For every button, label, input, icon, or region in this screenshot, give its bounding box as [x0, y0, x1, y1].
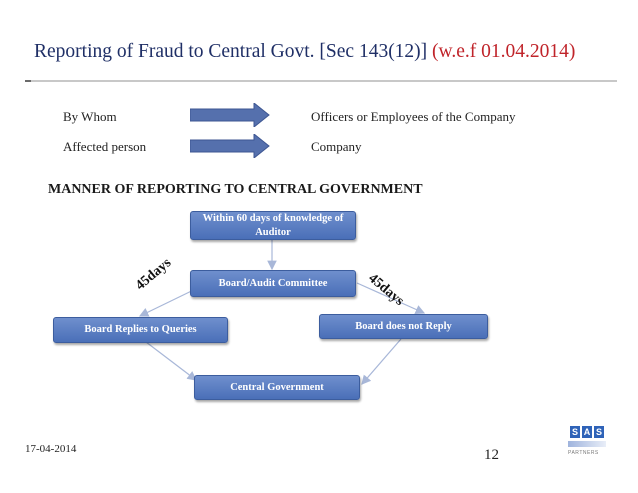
logo-letter-s2: S — [594, 426, 604, 438]
left-box: Board Replies to Queries — [53, 317, 228, 343]
logo-caption: PARTNERS — [568, 450, 599, 456]
committee-box-label: Board/Audit Committee — [218, 277, 328, 289]
by-whom-value: Officers or Employees of the Company — [311, 109, 516, 124]
connector-committee-to-right — [356, 282, 426, 314]
footer-date: 17-04-2014 — [25, 443, 77, 455]
right-box-label: Board does not Reply — [355, 320, 452, 332]
end-box-label: Central Government — [230, 381, 324, 393]
company-logo: S A S PARTNERS — [566, 426, 610, 466]
affected-person-label: Affected person — [63, 139, 147, 154]
title-main: Reporting of Fraud to Central Govt. [Sec… — [34, 41, 433, 62]
slide-title: Reporting of Fraud to Central Govt. [Sec… — [34, 41, 575, 63]
section-heading: MANNER OF REPORTING TO CENTRAL GOVERNMEN… — [48, 182, 423, 197]
logo-letter-s: S — [570, 426, 580, 438]
title-divider — [25, 80, 617, 82]
logo-bar — [568, 441, 606, 447]
start-box-label: Within 60 days of knowledge of Auditor — [202, 213, 344, 238]
right-arrow-icon — [190, 134, 270, 158]
affected-person-value: Company — [311, 139, 362, 154]
right-box: Board does not Reply — [319, 314, 488, 339]
committee-box: Board/Audit Committee — [190, 270, 356, 297]
end-box: Central Government — [194, 375, 360, 400]
title-effective-date: (w.e.f 01.04.2014) — [432, 41, 576, 62]
connector-left-to-end — [145, 341, 197, 381]
connector-right-to-end — [361, 338, 402, 385]
title-divider-accent — [25, 80, 31, 82]
page-number: 12 — [484, 447, 499, 463]
by-whom-label: By Whom — [63, 109, 117, 124]
start-box: Within 60 days of knowledge of Auditor — [190, 211, 356, 240]
left-box-label: Board Replies to Queries — [84, 324, 197, 336]
right-arrow-icon — [190, 103, 270, 127]
logo-letter-a: A — [582, 426, 592, 438]
